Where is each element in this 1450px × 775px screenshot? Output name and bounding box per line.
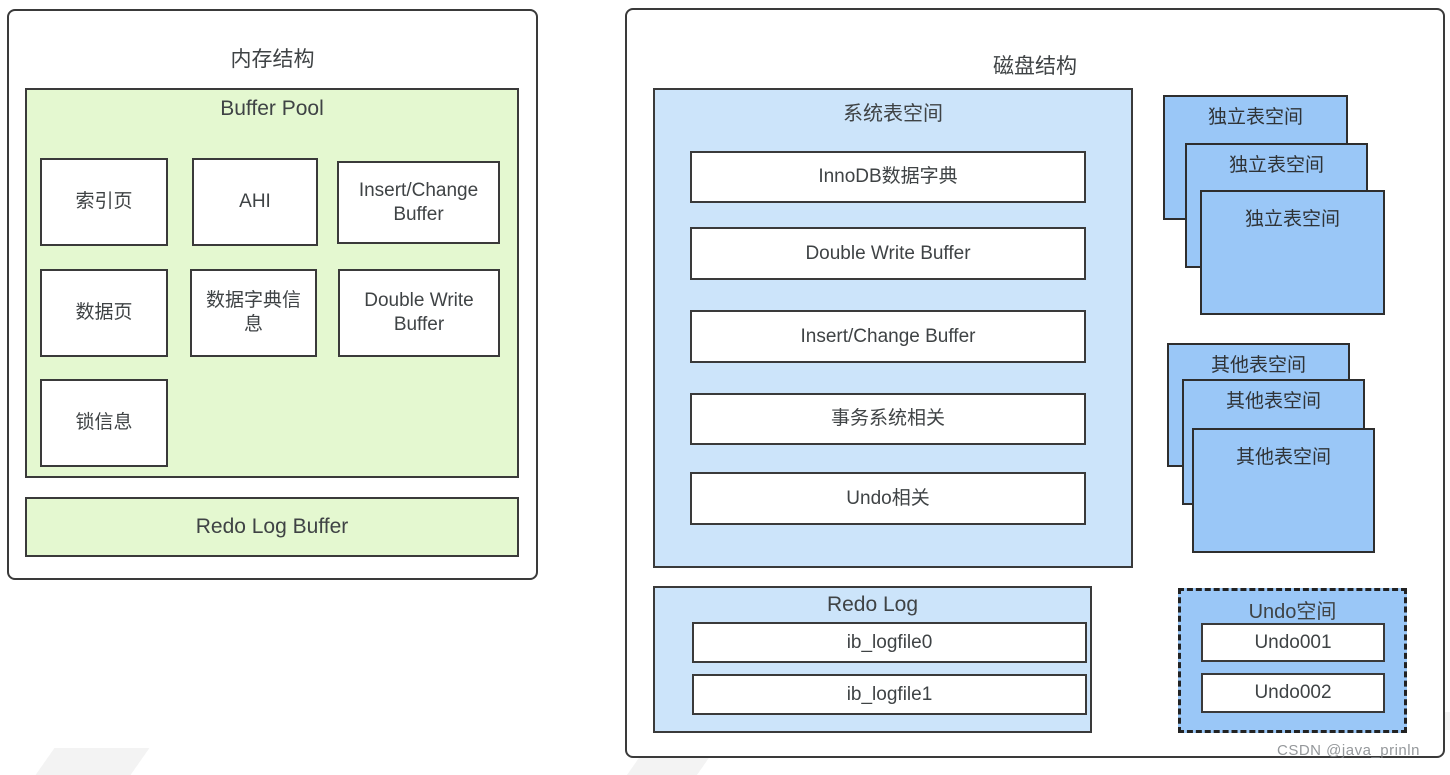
redo-log-buffer-box: Redo Log Buffer [25, 497, 519, 557]
other-tablespace-label: 其他表空间 [1235, 447, 1331, 468]
row-label: 事务系统相关 [830, 408, 945, 430]
system-tablespace-row-innodb-data-dictionary: InnoDB数据字典 [690, 151, 1086, 203]
file-per-table-tablespace-card: 独立表空间 [1200, 190, 1385, 315]
buffer-pool-cell-index-pages: 索引页 [40, 158, 168, 246]
row-label: Undo相关 [846, 487, 930, 509]
cell-label: 锁信息 [75, 412, 133, 434]
row-label: InnoDB数据字典 [818, 166, 958, 188]
file-label: ib_logfile0 [846, 631, 933, 653]
disk-structure-title: 磁盘结构 [993, 55, 1077, 78]
segment-label: Undo001 [1254, 631, 1332, 653]
cell-label: Insert/Change Buffer [358, 179, 479, 225]
other-tablespace-card: 其他表空间 [1192, 428, 1375, 553]
undo-segment-undo001: Undo001 [1201, 623, 1385, 662]
buffer-pool-cell-double-write-buffer: Double Write Buffer [338, 269, 500, 357]
system-tablespace-row-transaction-system: 事务系统相关 [690, 393, 1086, 445]
redo-log-file-ib-logfile0: ib_logfile0 [692, 622, 1087, 663]
file-per-table-tablespace-label: 独立表空间 [1228, 155, 1324, 176]
system-tablespace-label: 系统表空间 [843, 103, 943, 125]
background-watermark-shape [35, 748, 150, 775]
cell-label: Double Write Buffer [364, 290, 474, 335]
memory-structure-title: 内存结构 [230, 48, 315, 71]
undo-space-label: Undo空间 [1248, 601, 1337, 623]
system-tablespace-row-insert-change-buffer: Insert/Change Buffer [690, 310, 1086, 363]
buffer-pool-cell-ahi: AHI [192, 158, 318, 246]
system-tablespace-row-undo: Undo相关 [690, 472, 1086, 525]
buffer-pool-cell-data-pages: 数据页 [40, 269, 168, 357]
row-label: Insert/Change Buffer [800, 325, 976, 347]
redo-log-file-ib-logfile1: ib_logfile1 [692, 674, 1087, 715]
other-tablespace-label: 其他表空间 [1225, 391, 1321, 412]
system-tablespace-row-double-write-buffer: Double Write Buffer [690, 227, 1086, 280]
buffer-pool-cell-lock-info: 锁信息 [40, 379, 168, 467]
buffer-pool-label: Buffer Pool [220, 97, 324, 120]
cell-label: 数据页 [75, 302, 133, 324]
redo-log-label: Redo Log [826, 593, 919, 616]
csdn-watermark: CSDN @java_prinln [1277, 742, 1420, 759]
file-label: ib_logfile1 [846, 683, 933, 705]
other-tablespace-label: 其他表空间 [1210, 355, 1306, 376]
redo-log-buffer-label: Redo Log Buffer [195, 515, 349, 538]
row-label: Double Write Buffer [805, 242, 971, 264]
cell-label: 索引页 [75, 191, 133, 213]
file-per-table-tablespace-label: 独立表空间 [1207, 107, 1303, 128]
buffer-pool-cell-data-dictionary-info: 数据字典信息 [190, 269, 317, 357]
segment-label: Undo002 [1254, 682, 1332, 704]
cell-label: AHI [239, 191, 271, 213]
file-per-table-tablespace-label: 独立表空间 [1244, 209, 1340, 230]
cell-label: 数据字典信息 [205, 290, 301, 335]
undo-segment-undo002: Undo002 [1201, 673, 1385, 713]
buffer-pool-cell-insert-change-buffer: Insert/Change Buffer [337, 161, 500, 244]
